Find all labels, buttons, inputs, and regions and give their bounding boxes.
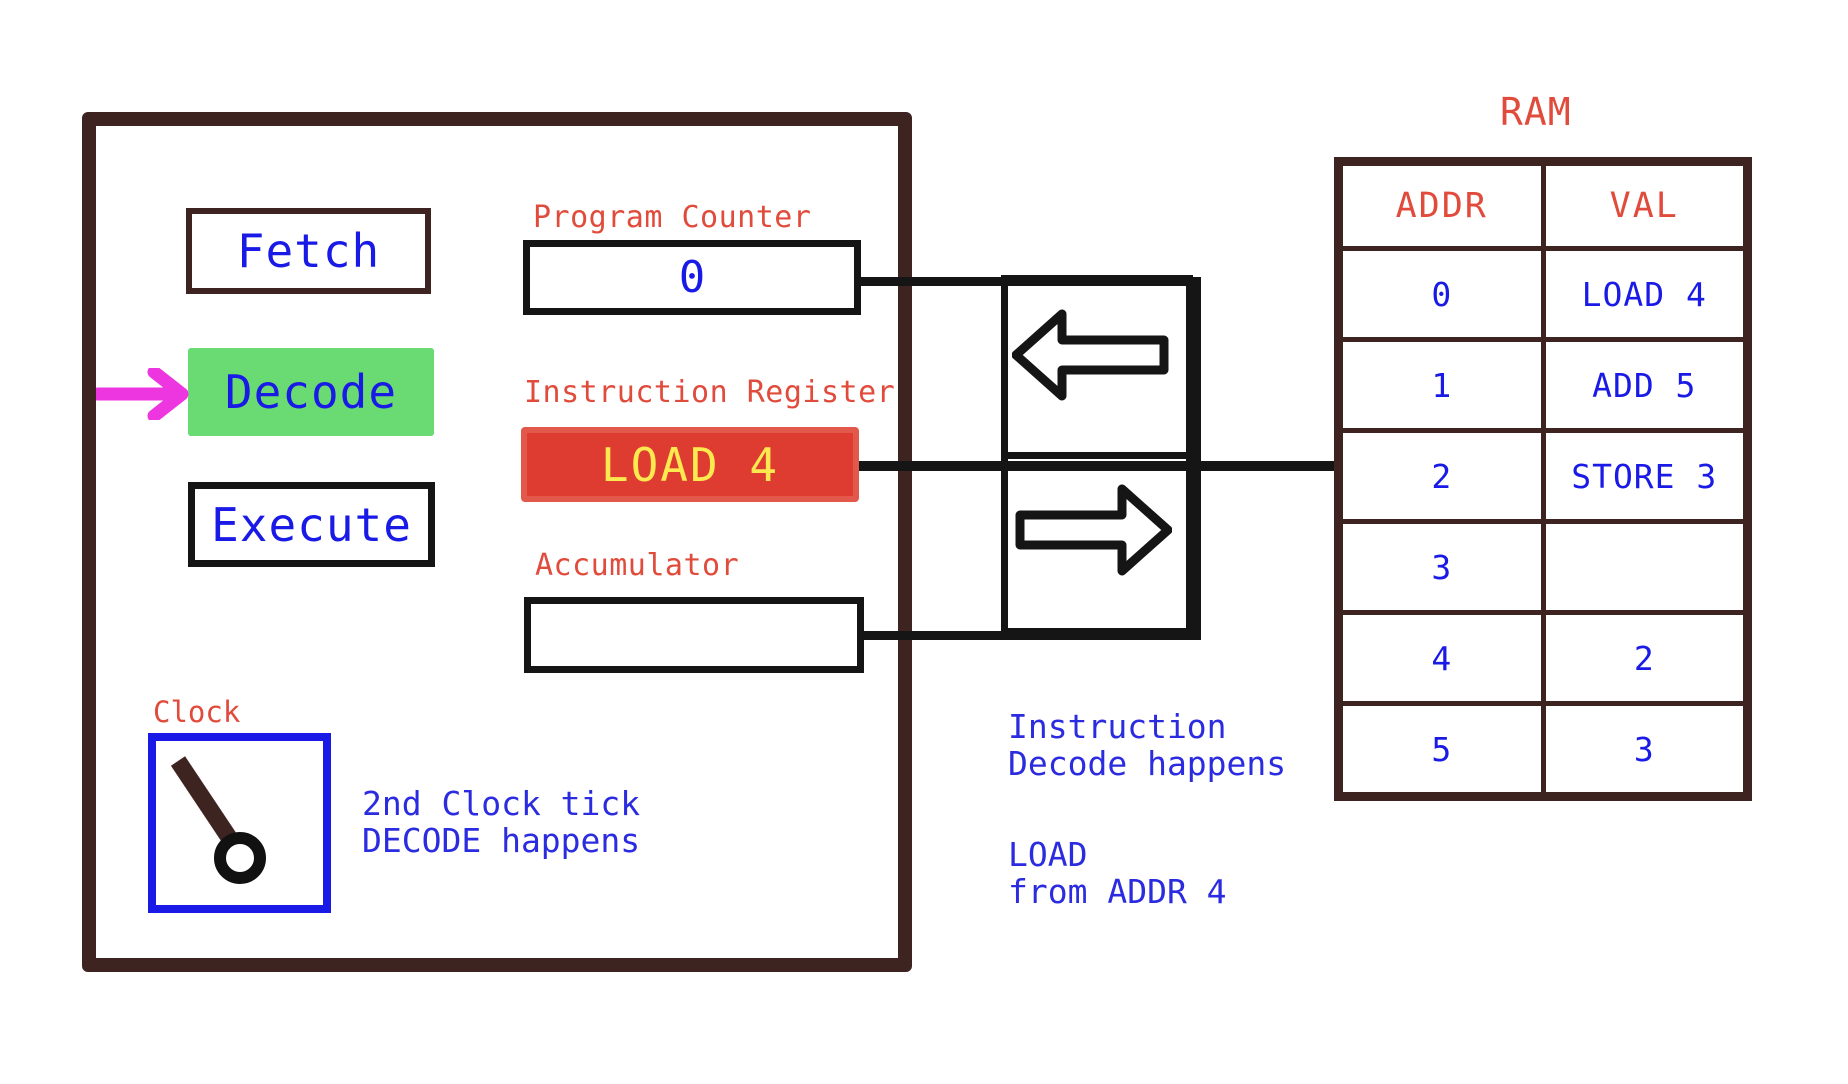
- instruction-register-value: LOAD 4: [600, 437, 780, 492]
- bus-wire-vertical: [1192, 277, 1201, 640]
- ram-addr-cell: 1: [1336, 337, 1546, 433]
- clock-label: Clock: [153, 695, 241, 729]
- stage-box-fetch[interactable]: Fetch: [186, 208, 431, 294]
- wire-instruction-register-to-ram: [859, 461, 1342, 471]
- stage-box-execute[interactable]: Execute: [188, 482, 435, 567]
- ram-column-header-addr: ADDR: [1336, 159, 1546, 251]
- ram-val-cell: ADD 5: [1540, 337, 1750, 433]
- stage-label-execute: Execute: [211, 497, 412, 552]
- arrow-right-outline-icon: [1015, 484, 1172, 576]
- ram-val-cell: 2: [1540, 610, 1750, 706]
- clock-pendulum-icon: [170, 756, 266, 884]
- ram-addr-cell: 4: [1336, 610, 1546, 706]
- ram-val-cell: [1540, 519, 1750, 615]
- ram-addr-cell: 2: [1336, 428, 1546, 524]
- ram-row: 3: [1336, 519, 1750, 615]
- instruction-decode-note: Instruction Decode happens: [1008, 707, 1287, 784]
- stage-label-fetch: Fetch: [236, 224, 381, 278]
- memory-bus-divider: [1001, 452, 1193, 459]
- ram-val-cell: 3: [1540, 701, 1750, 799]
- ram-column-header-val: VAL: [1540, 159, 1750, 251]
- wire-accumulator: [862, 631, 1201, 640]
- program-counter-value: 0: [678, 252, 706, 303]
- load-from-addr-note: LOAD from ADDR 4: [1008, 835, 1227, 912]
- ram-val-cell: STORE 3: [1540, 428, 1750, 524]
- clock-tick-note: 2nd Clock tick DECODE happens: [362, 784, 641, 861]
- accumulator-label: Accumulator: [535, 548, 740, 583]
- arrow-left-outline-icon: [1012, 309, 1169, 401]
- ram-addr-cell: 3: [1336, 519, 1546, 615]
- ram-val-cell: LOAD 4: [1540, 246, 1750, 342]
- stage-label-decode: Decode: [224, 365, 398, 419]
- instruction-register-box[interactable]: LOAD 4: [521, 427, 859, 502]
- ram-addr-cell: 5: [1336, 701, 1546, 799]
- ram-addr-cell: 0: [1336, 246, 1546, 342]
- accumulator-box[interactable]: [524, 597, 864, 673]
- clock-box[interactable]: [148, 733, 331, 913]
- instruction-register-label: Instruction Register: [524, 375, 896, 410]
- program-counter-box[interactable]: 0: [523, 240, 861, 315]
- arrow-right-icon: [96, 368, 189, 420]
- ram-title: RAM: [1500, 90, 1572, 134]
- stage-box-decode[interactable]: Decode: [188, 348, 434, 436]
- program-counter-label: Program Counter: [533, 200, 812, 235]
